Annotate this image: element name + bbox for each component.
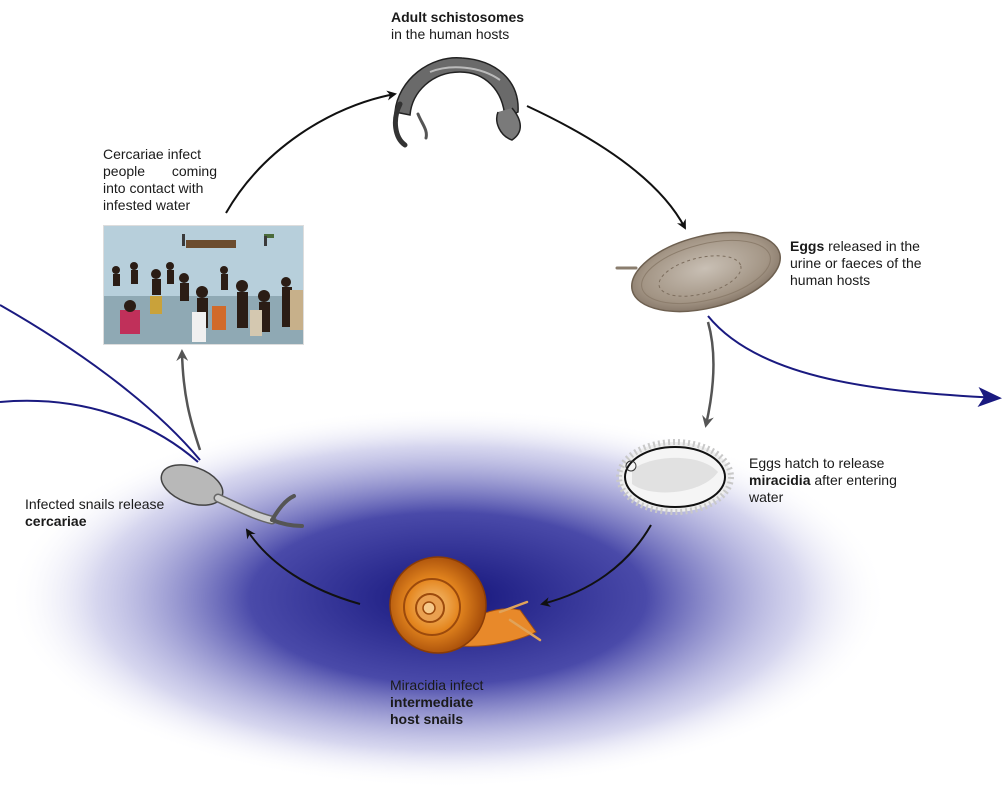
label-hatch-line3: water: [749, 489, 783, 505]
label-miracidia-line1: Miracidia infect: [390, 677, 483, 693]
label-eggs-released: Eggs released in the urine or faeces of …: [790, 238, 970, 289]
label-adult-text: in the human hosts: [391, 26, 509, 42]
label-miracidia-infect: Miracidia infect intermediate host snail…: [390, 677, 530, 728]
arrow-eggs-to-environment: [708, 316, 998, 398]
label-hatch-line1: Eggs hatch to release: [749, 455, 884, 471]
label-cercariae-infect: Cercariae infect people coming into cont…: [103, 146, 217, 214]
label-adult-schistosomes: Adult schistosomes in the human hosts: [391, 9, 561, 43]
arrow-adult-to-eggs: [527, 106, 685, 228]
label-miracidia-bold2: host snails: [390, 711, 463, 727]
egg-icon: [617, 219, 788, 326]
label-cercariae-line3: into contact with: [103, 180, 203, 196]
label-hatch-bold: miracidia: [749, 472, 810, 488]
label-miracidia-bold1: intermediate: [390, 694, 473, 710]
water-contact-photo: [103, 225, 304, 345]
label-eggs-line3: human hosts: [790, 272, 870, 288]
label-adult-bold: Adult schistosomes: [391, 9, 524, 25]
label-cercariae-line4: infested water: [103, 197, 190, 213]
label-cercariae-line1: Cercariae infect: [103, 146, 201, 162]
label-eggs-line2: urine or faeces of the: [790, 255, 922, 271]
label-cercariae-line2: people coming: [103, 163, 217, 180]
label-eggs-line1: released in the: [824, 238, 920, 254]
arrow-photo-to-adult: [226, 94, 395, 213]
label-eggs-bold: Eggs: [790, 238, 824, 254]
label-eggs-hatch: Eggs hatch to release miracidia after en…: [749, 455, 919, 506]
label-snails-bold: cercariae: [25, 513, 87, 529]
label-hatch-line2: after entering: [810, 472, 896, 488]
label-infected-snails: Infected snails release cercariae: [25, 496, 195, 530]
miracidium-egg-icon: [619, 442, 731, 512]
arrow-cercaria-to-photo: [182, 352, 200, 450]
arrow-eggs-to-hatch: [706, 322, 713, 425]
label-snails-line1: Infected snails release: [25, 496, 164, 512]
adult-worm-icon: [395, 58, 520, 145]
